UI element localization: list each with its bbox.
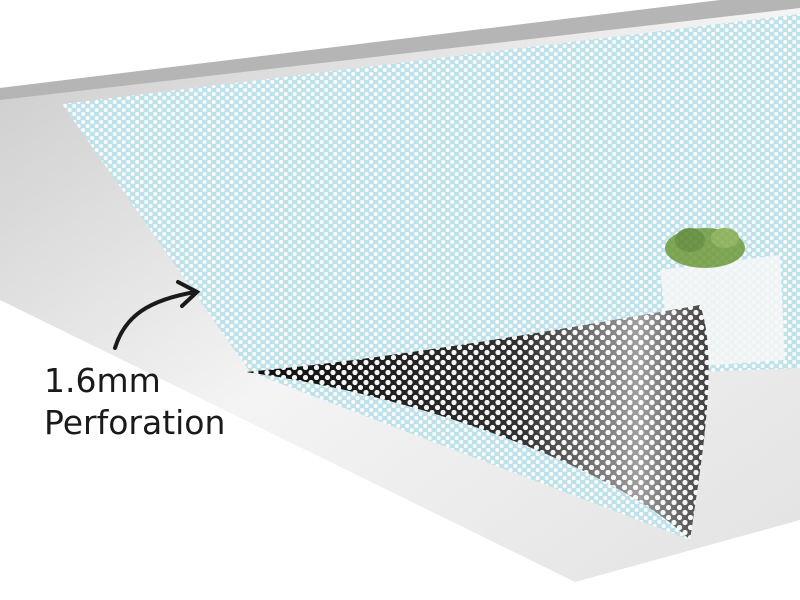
arrow-icon <box>113 280 201 350</box>
caption-label: Perforation <box>44 403 226 442</box>
perforation-caption: 1.6mm Perforation <box>44 360 225 444</box>
caption-size: 1.6mm <box>44 361 161 400</box>
